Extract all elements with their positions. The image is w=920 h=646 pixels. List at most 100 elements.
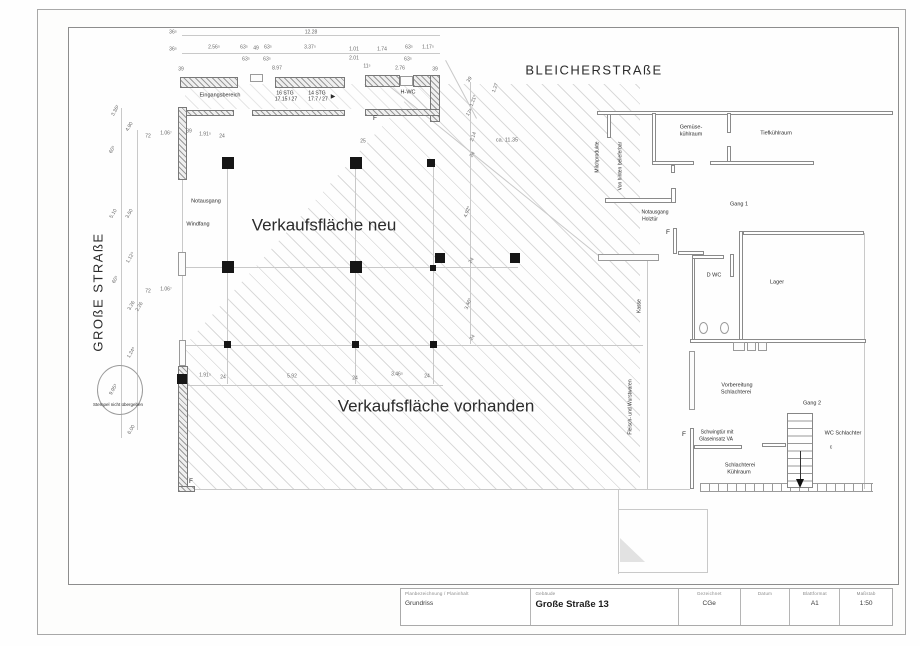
room-label-eingangsbereich: Eingangsbereich — [199, 92, 241, 99]
structural-column — [427, 159, 435, 167]
dimension-label: 5.92 — [287, 373, 297, 380]
wall-hatched — [275, 77, 345, 88]
note-schwingtuer: Glaseinsatz VA — [699, 436, 733, 443]
plan-ellipse — [699, 322, 708, 334]
titleblock-value: A1 — [810, 600, 819, 607]
dimension-label: 60⁹ — [111, 274, 121, 285]
titleblock-building: Gebäude Große Straße 13 — [530, 589, 677, 625]
wall — [652, 113, 656, 165]
room-label-schlachterei-kuehlraum: Kühlraum — [727, 469, 751, 476]
dimension-label: 2.01 — [349, 55, 359, 62]
plan-line — [182, 35, 440, 36]
dimension-label: 39 — [186, 128, 192, 135]
plan-ellipse — [97, 365, 143, 415]
structural-column — [224, 341, 231, 348]
dimension-label: 1.24⁸ — [126, 346, 138, 360]
plan-line — [618, 572, 707, 573]
dimension-ca-1135: ca. 11.35 — [495, 137, 519, 144]
plan-line — [121, 108, 122, 438]
dimension-label: 3.46⁵ — [391, 371, 403, 378]
dimension-label: 24 — [220, 374, 226, 381]
room-label-verkaufsflaeche-vorhanden: Verkaufsfläche vorhanden — [337, 396, 535, 416]
dimension-label: 1.91⁵ — [199, 372, 211, 379]
room-label-tiefkuehlraum: Tiefkühlraum — [760, 130, 792, 137]
marker-f: F — [666, 228, 670, 236]
dimension-label: 1.91⁵ — [199, 131, 211, 138]
drawing-frame — [68, 27, 899, 585]
stair-arrow-head — [796, 479, 804, 488]
dimension-label: 11⁵ — [363, 63, 371, 70]
dimension-label: 72 — [145, 133, 151, 140]
room-label-verkaufsflaeche-neu: Verkaufsfläche neu — [251, 215, 397, 235]
dimension-label: 63⁵ — [264, 44, 272, 51]
plan-ellipse — [720, 322, 729, 334]
room-label-vorbereitung-schlachterei: Schlachterei — [720, 389, 752, 396]
structural-column — [222, 157, 234, 169]
marker-f: F — [373, 114, 377, 122]
room-label-vorbereitung-schlachterei: Vorbereitung — [721, 382, 753, 389]
stairs-note: 17.15 / 27 — [274, 96, 298, 103]
wall-hatched — [178, 486, 195, 492]
wall-opening — [598, 254, 659, 261]
stairs-note: 16 STG — [276, 90, 294, 97]
plan-line — [618, 490, 619, 574]
wall — [762, 443, 786, 447]
dimension-label: 12.28 — [304, 29, 318, 36]
wall — [743, 231, 864, 235]
structural-column — [430, 341, 437, 348]
titleblock-value: 1:50 — [859, 600, 873, 607]
dimension-label: 24 — [352, 375, 358, 382]
dimension-label: 3.50 — [124, 208, 135, 220]
dimension-label: 72 — [145, 288, 151, 295]
plan-line — [182, 53, 440, 54]
room-label-windfang: Windfang — [186, 221, 210, 228]
room-label-dwc: D WC — [706, 272, 722, 279]
wall — [652, 161, 694, 165]
plan-line — [707, 509, 708, 573]
plan-line — [137, 130, 138, 430]
wall-hatched — [365, 109, 440, 116]
wall — [671, 165, 675, 173]
titleblock-label: Blattformat — [802, 591, 827, 596]
room-label-wc-schlachter: WC Schlachter — [824, 430, 862, 437]
wall-opening — [400, 76, 413, 86]
wall — [739, 231, 743, 343]
dimension-label: 63⁵ — [240, 44, 248, 51]
dimension-label: 2.76 — [395, 65, 405, 72]
wall — [727, 146, 731, 162]
dimension-label: 1.12⁵ — [125, 251, 137, 265]
titleblock-scale: Maßstab 1:50 — [839, 589, 892, 625]
structural-column — [435, 253, 445, 263]
room-label-gemuese-kuehlraum: Gemüse- — [679, 124, 703, 131]
plan-line — [185, 489, 690, 490]
wall — [673, 228, 677, 254]
dimension-label: 39 — [432, 66, 438, 73]
wall-opening — [747, 342, 756, 351]
direction-arrow-icon: ▶ — [330, 94, 336, 100]
room-label-lager: Lager — [769, 279, 785, 286]
dimension-label: 39 — [465, 75, 474, 84]
wall-opening — [689, 351, 695, 410]
titleblock-label: Planbezeichnung / Planinhalt — [405, 591, 469, 596]
street-label-bleicherstrasse: BLEICHERSTRAßE — [525, 62, 663, 78]
structural-column — [352, 341, 359, 348]
dimension-label: 5.10 — [108, 208, 119, 220]
dimension-label: 49 — [253, 45, 259, 52]
wall — [605, 198, 673, 203]
shelf-label-kasse: Kasse — [636, 299, 643, 313]
titleblock-date: Datum — [739, 589, 790, 625]
room-label-notausgang-left: Notausgang — [191, 198, 221, 205]
wall — [692, 258, 695, 343]
dimension-label: 36⁵ — [169, 29, 177, 36]
wall-hatched — [365, 75, 400, 87]
note-schwingtuer: Schwingtür mit — [700, 429, 734, 436]
wall-opening — [250, 74, 263, 82]
wall-hatched — [252, 110, 345, 116]
dimension-label: 36⁵ — [169, 46, 177, 53]
wall — [690, 428, 694, 489]
wall-opening — [733, 342, 745, 351]
dimension-label: 24 — [424, 373, 430, 380]
stair-arrow — [800, 451, 801, 481]
wall — [678, 251, 704, 255]
room-label-gemuese-kuehlraum: kühlraum — [679, 131, 703, 138]
